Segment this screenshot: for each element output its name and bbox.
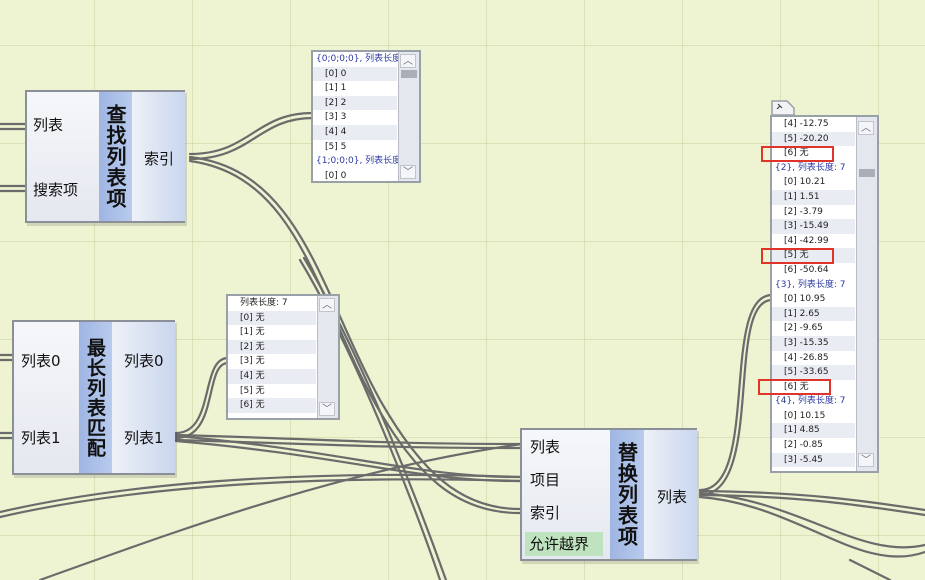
panel-row: [3] -5.45 — [772, 452, 855, 468]
panel-row: [2] -0.85 — [784, 440, 823, 451]
wire-left-long — [0, 473, 524, 514]
panel-row: [0] 10.21 — [784, 177, 826, 188]
output-list-port[interactable]: 列表 — [657, 488, 688, 506]
panel-row: [4] -12.75 — [784, 119, 829, 129]
panel-branch-header: {2}, 列表长度: 7 — [775, 162, 846, 173]
panel-branch-header: {1;0;0;0}, 列表长度 — [316, 156, 402, 167]
wire-index-replace — [188, 155, 524, 511]
replace-items-title: 替换列表项 — [610, 430, 644, 559]
panel-c-rows: [4] -12.75[5] -20.20[6] 无{2}, 列表长度: 7[0]… — [772, 117, 855, 468]
panel-row: [0] 0 — [313, 66, 397, 82]
input-index-port[interactable]: 索引 — [530, 504, 561, 522]
panel-row: [3] -15.49 — [772, 219, 855, 234]
panel-branch-header: {4}, 列表长度: 7 — [775, 396, 846, 407]
highlight-box — [758, 379, 831, 395]
wire-list1-replace — [174, 433, 524, 446]
output-list1-port[interactable]: 列表1 — [124, 429, 164, 447]
wire-list1-item — [174, 434, 524, 479]
panel-replace-output[interactable]: [4] -12.75[5] -20.20[6] 无{2}, 列表长度: 7[0]… — [770, 115, 879, 473]
output-index-port[interactable]: 索引 — [144, 150, 175, 168]
panel-index-output[interactable]: {0;0;0;0}, 列表长度[0] 0[1] 1[2] 2[3] 3[4] 4… — [311, 50, 421, 183]
panel-b-scrollbar[interactable]: ︿ ﹀ — [317, 296, 338, 418]
panel-row: [5] 无 — [772, 248, 855, 263]
panel-row: [2] 2 — [313, 95, 397, 111]
input-item-port[interactable]: 项目 — [530, 471, 561, 489]
panel-c-scrollbar[interactable]: ︿ ﹀ — [856, 117, 877, 471]
input-list1-port[interactable]: 列表1 — [21, 429, 61, 447]
panel-branch-header: {3}, 列表长度: 7 — [775, 279, 846, 290]
panel-row: [6] 无 — [784, 381, 809, 392]
highlight-box — [761, 248, 834, 264]
panel-row: [0] 0 — [325, 170, 347, 181]
panel-list1-output[interactable]: 列表长度: 7 [0] 无[1] 无[2] 无[3] 无[4] 无[5] 无 [6]… — [226, 294, 340, 420]
longest-list-title: 最长列表匹配 — [79, 322, 112, 473]
replace-items-component[interactable]: 替换列表项 列表 项目 索引 允许越界 列表 — [520, 428, 697, 561]
scroll-thumb[interactable] — [401, 70, 417, 78]
panel-a-scrollbar[interactable]: ︿ ﹀ — [398, 52, 419, 181]
input-search-port[interactable]: 搜索项 — [33, 181, 79, 199]
list-search-title: 查找列表项 — [99, 92, 132, 221]
panel-row: [1] 1 — [325, 83, 347, 94]
panel-row: [6] 无 — [228, 398, 316, 413]
longest-list-component[interactable]: 最长列表匹配 列表0 列表1 列表0 列表1 — [12, 320, 175, 475]
panel-row: [1] 2.65 — [772, 306, 855, 322]
output-list0-port[interactable]: 列表0 — [124, 352, 164, 370]
panel-row: [3] 3 — [325, 112, 347, 123]
panel-a-rows: {0;0;0;0}, 列表长度[0] 0[1] 1[2] 2[3] 3[4] 4… — [313, 52, 402, 181]
wire-list1-panel-b — [174, 356, 230, 435]
panel-row: [2] 无 — [228, 339, 316, 355]
panel-row: [0] 10.15 — [784, 410, 826, 421]
panel-b-rows: 列表长度: 7 [0] 无[1] 无[2] 无[3] 无[4] 无[5] 无 [6]… — [228, 296, 316, 413]
wire-index-panel-a — [188, 111, 315, 156]
panel-row: [6] -50.64 — [784, 264, 829, 275]
allow-out-of-bounds-option[interactable]: 允许越界 — [525, 532, 603, 556]
panel-row: [4] 无 — [228, 368, 316, 384]
panel-row: [5] 无 — [240, 385, 265, 396]
scroll-up-icon[interactable]: ︿ — [319, 298, 335, 312]
scroll-down-icon[interactable]: ﹀ — [319, 402, 335, 416]
panel-row: [1] 无 — [240, 327, 265, 338]
wire-out-panel-c — [698, 293, 774, 492]
panel-row: [1] 4.85 — [772, 423, 855, 439]
scroll-up-icon[interactable]: ︿ — [400, 54, 416, 68]
list-search-component[interactable]: 查找列表项 列表 搜索项 索引 — [25, 90, 185, 223]
panel-row: [5] 5 — [325, 141, 347, 152]
panel-row: [3] 无 — [240, 356, 265, 367]
input-list0-port[interactable]: 列表0 — [21, 352, 61, 370]
panel-row: [5] -20.20 — [772, 131, 855, 147]
panel-row: [2] -3.79 — [784, 206, 823, 217]
pin-icon — [771, 100, 795, 116]
highlight-box — [761, 146, 834, 162]
input-list-port[interactable]: 列表 — [530, 438, 561, 456]
panel-row: 列表长度: 7 — [240, 298, 288, 308]
panel-row: [6] 无 — [784, 148, 809, 159]
panel-row: [2] -9.65 — [784, 323, 823, 334]
panel-row: [4] -26.85 — [784, 352, 829, 363]
panel-row: [0] 无 — [228, 310, 316, 326]
scroll-down-icon[interactable]: ﹀ — [400, 165, 416, 179]
scroll-thumb[interactable] — [859, 169, 875, 177]
panel-row: [3] -15.35 — [772, 335, 855, 351]
input-list-port[interactable]: 列表 — [33, 116, 64, 134]
panel-row: [0] 10.95 — [784, 294, 826, 305]
scroll-down-icon[interactable]: ﹀ — [858, 453, 874, 467]
panel-row: [1] 1.51 — [772, 189, 855, 205]
panel-row: [4] 4 — [313, 124, 397, 140]
panel-row: [5] -33.65 — [772, 365, 855, 380]
panel-branch-header: {0;0;0;0}, 列表长度 — [316, 54, 402, 64]
scroll-up-icon[interactable]: ︿ — [858, 121, 874, 135]
panel-row: [4] -42.99 — [784, 235, 829, 246]
